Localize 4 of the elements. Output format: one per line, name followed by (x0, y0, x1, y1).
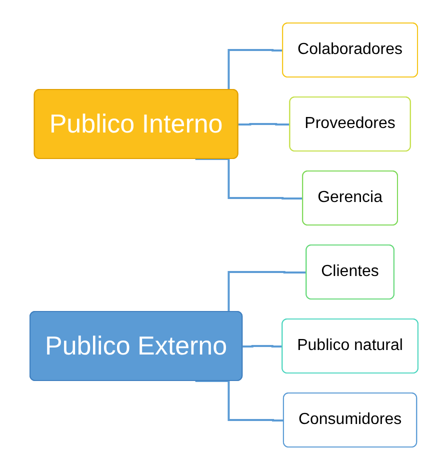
connector (195, 158, 304, 200)
connector (242, 345, 283, 348)
connector (195, 380, 284, 422)
connector (238, 123, 290, 126)
